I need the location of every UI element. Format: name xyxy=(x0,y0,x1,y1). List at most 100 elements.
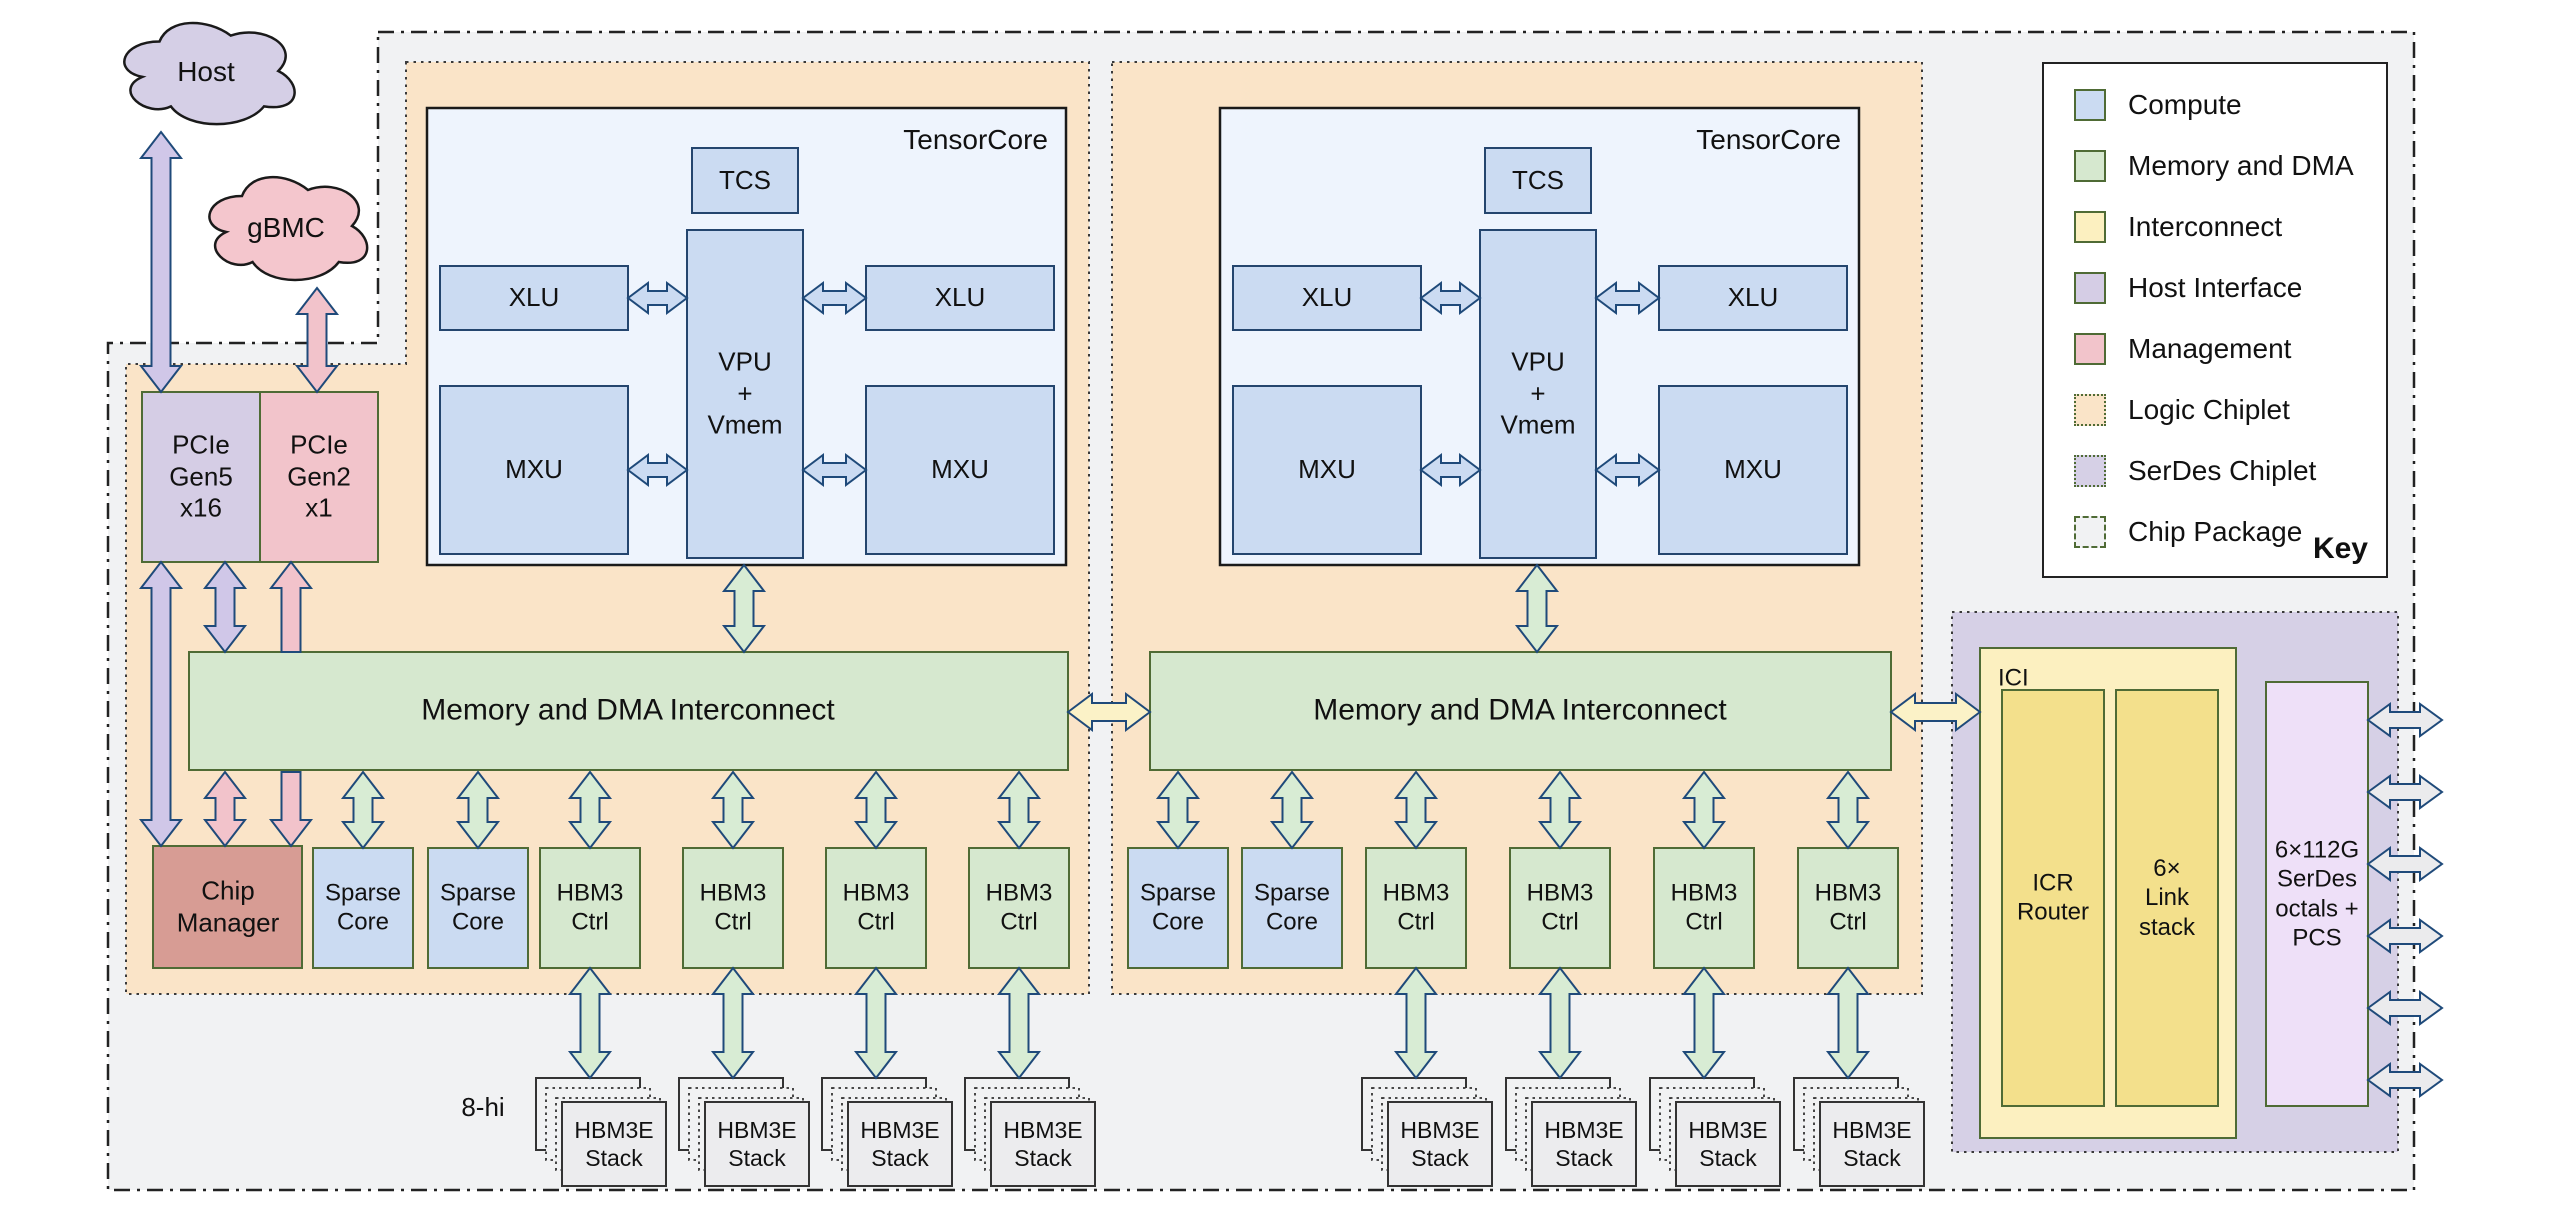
key-item-label: Memory and DMA xyxy=(2128,150,2354,181)
key-item-label: Logic Chiplet xyxy=(2128,394,2290,425)
hbm3-ctrl-label: HBM3 Ctrl xyxy=(1670,879,1738,936)
key-item-label: Management xyxy=(2128,333,2292,364)
key-item-compute: Compute xyxy=(2074,89,2242,121)
vpu-xlu-arrow xyxy=(801,281,868,315)
interconnect-box-arrow xyxy=(1155,770,1201,850)
xlu-2-right-box xyxy=(1658,265,1848,331)
sparse-core-label: Sparse Core xyxy=(439,879,517,936)
key-item-label: Compute xyxy=(2128,89,2242,120)
vpu-xlu-arrow xyxy=(1594,281,1661,315)
key-item-serdes-chiplet: SerDes Chiplet xyxy=(2074,455,2316,487)
serdes-octals-label: 6×112G SerDes octals + PCS xyxy=(2274,836,2360,952)
hbm3e-stack-box xyxy=(704,1101,810,1187)
key-item-label: Interconnect xyxy=(2128,211,2283,242)
hbm3e-stack-box xyxy=(1387,1101,1493,1187)
hbm3e-stack-box xyxy=(847,1101,953,1187)
pcie-interconnect-arrow xyxy=(202,560,248,654)
interconnect-ici-arrow xyxy=(1889,692,1982,732)
mxu-1-right-box xyxy=(865,385,1055,555)
hbm3e-stack-box xyxy=(1531,1101,1637,1187)
hbm3e-stack-label: HBM3E Stack xyxy=(1400,1116,1480,1171)
xlu-1-right-box xyxy=(865,265,1055,331)
mxu-label: MXU xyxy=(931,454,989,485)
hbm3-ctrl-label: HBM3 Ctrl xyxy=(985,879,1053,936)
mxu-2-right-box xyxy=(1658,385,1848,555)
key-title: Key xyxy=(2312,532,2368,565)
key-item-memory-dma: Memory and DMA xyxy=(2074,150,2354,182)
gbmc-cloud-label: gBMC xyxy=(247,211,325,243)
hbm3ctrl-stack-arrow xyxy=(710,966,756,1080)
host-cloud-label: Host xyxy=(177,55,235,87)
pcie-gen2-box xyxy=(259,391,379,563)
memory-dma-interconnect-2-label: Memory and DMA Interconnect xyxy=(1313,693,1727,727)
hbm3ctrl-stack-arrow xyxy=(996,966,1042,1080)
tensorcore-2-title: TensorCore xyxy=(1696,123,1841,155)
pcie-gen2-down-arrow xyxy=(268,560,314,653)
hbm3-ctrl-label: HBM3 Ctrl xyxy=(1814,879,1882,936)
hbm3-ctrl-label: HBM3 Ctrl xyxy=(1382,879,1450,936)
tcs-1-box xyxy=(691,147,799,214)
interconnect-swatch xyxy=(2074,211,2106,243)
hbm3e-stack-label: HBM3E Stack xyxy=(1832,1116,1912,1171)
key-item-host-interface: Host Interface xyxy=(2074,272,2302,304)
key-legend: Compute Memory and DMA Interconnect Host… xyxy=(2042,62,2388,578)
serdes-chiplet-swatch xyxy=(2074,455,2106,487)
logic-chiplet-swatch xyxy=(2074,394,2106,426)
key-item-management: Management xyxy=(2074,333,2291,365)
gbmc-pcie-arrow xyxy=(294,286,340,394)
hbm3e-stack-box xyxy=(561,1101,667,1187)
management-swatch xyxy=(2074,333,2106,365)
key-item-label: SerDes Chiplet xyxy=(2128,455,2317,486)
vpu-vmem-2-box xyxy=(1479,229,1597,559)
xlu-2-left-box xyxy=(1232,265,1422,331)
mxu-2-left-box xyxy=(1232,385,1422,555)
vpu-mxu-arrow xyxy=(801,453,868,487)
gen2-chip-manager-arrow xyxy=(268,771,314,848)
key-item-label: Host Interface xyxy=(2128,272,2303,303)
interconnect-box-arrow xyxy=(710,770,756,850)
hbm3-ctrl-label: HBM3 Ctrl xyxy=(842,879,910,936)
mxu-vpu-arrow xyxy=(626,453,689,487)
hbm3ctrl-stack-arrow xyxy=(1681,966,1727,1080)
serdes-external-link-arrow xyxy=(2366,1062,2444,1098)
interconnect-box-arrow xyxy=(340,770,386,850)
memory-dma-swatch xyxy=(2074,150,2106,182)
sparse-core-label: Sparse Core xyxy=(1139,879,1217,936)
vpu-vmem-1-box xyxy=(686,229,804,559)
hbm3ctrl-stack-arrow xyxy=(1393,966,1439,1080)
pcie-chip-manager-arrow xyxy=(138,560,184,848)
serdes-octals-box xyxy=(2265,681,2369,1107)
sparse-core-box xyxy=(1241,847,1343,969)
interconnect-box-arrow xyxy=(1681,770,1727,850)
key-item-label: Chip Package xyxy=(2128,516,2303,547)
hbm3e-stack-label: HBM3E Stack xyxy=(1003,1116,1083,1171)
tcs-label: TCS xyxy=(1512,165,1564,196)
vpu-mxu-arrow xyxy=(1594,453,1661,487)
sparse-core-box xyxy=(1127,847,1229,969)
serdes-external-link-arrow xyxy=(2366,918,2444,954)
hbm3ctrl-stack-arrow xyxy=(853,966,899,1080)
hbm3-ctrl-box xyxy=(682,847,784,969)
host-pcie-arrow xyxy=(138,130,184,394)
hbm3e-stack-label: HBM3E Stack xyxy=(717,1116,797,1171)
interconnect-chip-manager-arrow xyxy=(202,770,248,848)
hbm3e-stack-label: HBM3E Stack xyxy=(860,1116,940,1171)
pcie-gen5-label: PCIe Gen5 x16 xyxy=(169,429,233,523)
hbm3-ctrl-box xyxy=(539,847,641,969)
pcie-gen2-label: PCIe Gen2 x1 xyxy=(287,429,351,523)
interconnect-box-arrow xyxy=(1537,770,1583,850)
mxu-label: MXU xyxy=(1724,454,1782,485)
link-stack-box xyxy=(2115,689,2219,1107)
mxu-1-left-box xyxy=(439,385,629,555)
hbm3e-stack-label: HBM3E Stack xyxy=(574,1116,654,1171)
icr-router-box xyxy=(2001,689,2105,1107)
sparse-core-label: Sparse Core xyxy=(1253,879,1331,936)
ici-label: ICI xyxy=(1998,664,2029,692)
hbm3e-stack-box xyxy=(1675,1101,1781,1187)
hbm3-ctrl-box xyxy=(968,847,1070,969)
link-stack-label: 6× Link stack xyxy=(2138,855,2196,941)
hbm3-ctrl-label: HBM3 Ctrl xyxy=(1526,879,1594,936)
tensorcore-interconnect-arrow xyxy=(721,563,767,654)
tensorcore-1-title: TensorCore xyxy=(903,123,1048,155)
